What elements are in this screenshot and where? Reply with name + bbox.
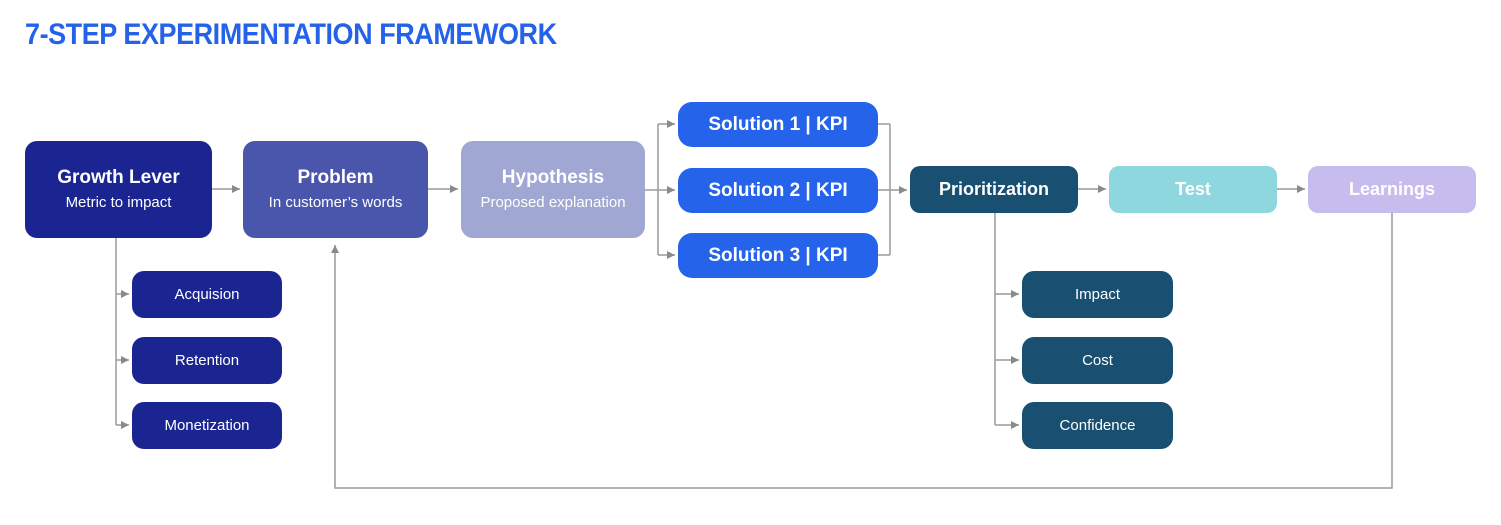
test-label: Test [1175,179,1211,199]
acquisition-label: Acquision [174,286,240,303]
growth-lever-title: Growth Lever [57,166,180,188]
solution-2-label: Solution 2 | KPI [708,179,848,201]
node-learnings: Learnings [1308,166,1476,213]
node-retention: Retention [132,337,282,384]
node-acquisition: Acquision [132,271,282,318]
retention-label: Retention [174,352,240,369]
problem-title: Problem [297,166,374,188]
node-test: Test [1109,166,1277,213]
confidence-label: Confidence [1059,417,1136,434]
node-hypothesis: Hypothesis Proposed explanation [461,141,645,238]
node-impact: Impact [1022,271,1173,318]
solution-3-label: Solution 3 | KPI [708,244,848,266]
growth-lever-subtitle: Metric to impact [65,194,172,212]
solution-1-label: Solution 1 | KPI [708,113,848,135]
node-monetization: Monetization [132,402,282,449]
cost-label: Cost [1082,352,1113,369]
learnings-label: Learnings [1348,179,1436,199]
node-problem: Problem In customer’s words [243,141,428,238]
prioritization-label: Prioritization [938,179,1049,199]
node-growth-lever: Growth Lever Metric to impact [25,141,212,238]
node-confidence: Confidence [1022,402,1173,449]
monetization-label: Monetization [164,417,250,434]
node-solution-3: Solution 3 | KPI [678,233,878,278]
problem-subtitle: In customer’s words [268,194,403,212]
node-prioritization: Prioritization [910,166,1078,213]
node-solution-2: Solution 2 | KPI [678,168,878,213]
impact-label: Impact [1074,286,1120,303]
hypothesis-subtitle: Proposed explanation [480,194,626,212]
hypothesis-title: Hypothesis [501,166,605,188]
connector-learnings-feedback [331,213,1393,489]
node-solution-1: Solution 1 | KPI [678,102,878,147]
node-cost: Cost [1022,337,1173,384]
page-title: 7-STEP EXPERIMENTATION FRAMEWORK [25,18,557,51]
